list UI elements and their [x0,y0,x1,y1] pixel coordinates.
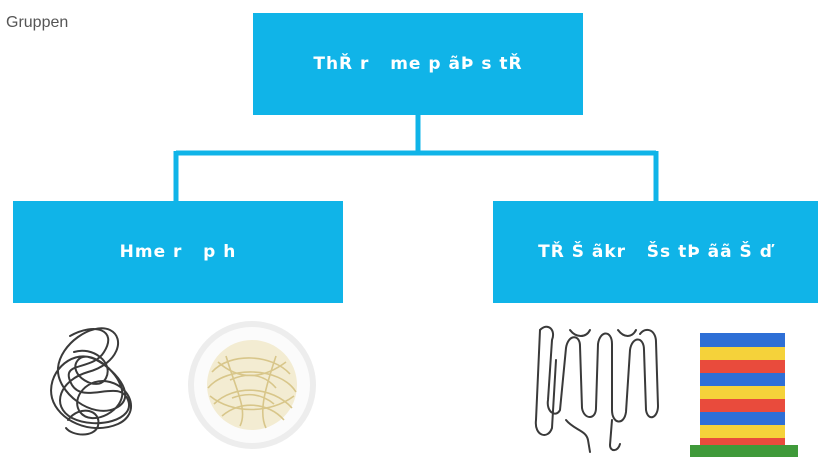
node-left: Hme r p h [13,201,343,303]
node-top-label: ThŘ r me p ãÞ s tŘ [313,54,523,74]
group-label: Gruppen [6,14,69,31]
spaghetti-plate-icon [188,321,316,449]
tangled-line-icon [50,327,132,436]
node-top: ThŘ r me p ãÞ s tŘ [253,13,583,115]
folded-line-icon [534,325,659,453]
node-left-label: Hme r p h [119,242,237,262]
node-right: TŘ Š ãkr Šs tÞ ãã Š ď [493,201,818,303]
block-tower-icon [690,333,798,457]
node-right-label: TŘ Š ãkr Šs tÞ ãã Š ď [538,242,773,262]
